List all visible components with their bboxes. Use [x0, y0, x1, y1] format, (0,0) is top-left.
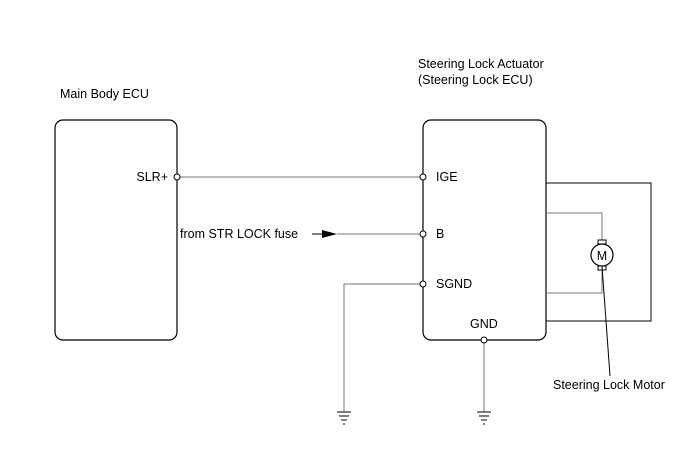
- steering-lock-motor-label: Steering Lock Motor: [553, 378, 665, 392]
- main-body-ecu-label: Main Body ECU: [60, 87, 149, 101]
- b-terminal: B: [436, 227, 444, 241]
- gnd-pin: [480, 336, 488, 344]
- sgnd-wire: [343, 283, 423, 412]
- sgnd-ground-symbol: [337, 411, 351, 425]
- steering-lock-ecu-label: (Steering Lock ECU): [418, 73, 533, 87]
- motor-top-brush: [597, 239, 607, 245]
- motor-leader-line: [601, 265, 611, 377]
- motor-lower-wire: [546, 270, 603, 294]
- sgnd-pin: [419, 280, 427, 288]
- ige-terminal: IGE: [436, 170, 458, 184]
- b-pin: [419, 230, 427, 238]
- motor-symbol-letter: M: [597, 249, 607, 263]
- main-body-ecu-box: [54, 119, 178, 341]
- gnd-terminal: GND: [470, 317, 498, 331]
- motor-upper-wire: [546, 212, 603, 240]
- gnd-ground-symbol: [477, 411, 491, 425]
- slr-plus-pin: [173, 173, 181, 181]
- motor-enclosure: [546, 182, 652, 322]
- steering-lock-actuator-label: Steering Lock Actuator: [418, 57, 544, 71]
- sgnd-terminal: SGND: [436, 277, 472, 291]
- fuse-feed-arrow: [322, 230, 337, 238]
- ige-pin: [419, 173, 427, 181]
- fuse-feed-label: from STR LOCK fuse: [180, 227, 298, 241]
- slr-plus-terminal: SLR+: [136, 170, 168, 184]
